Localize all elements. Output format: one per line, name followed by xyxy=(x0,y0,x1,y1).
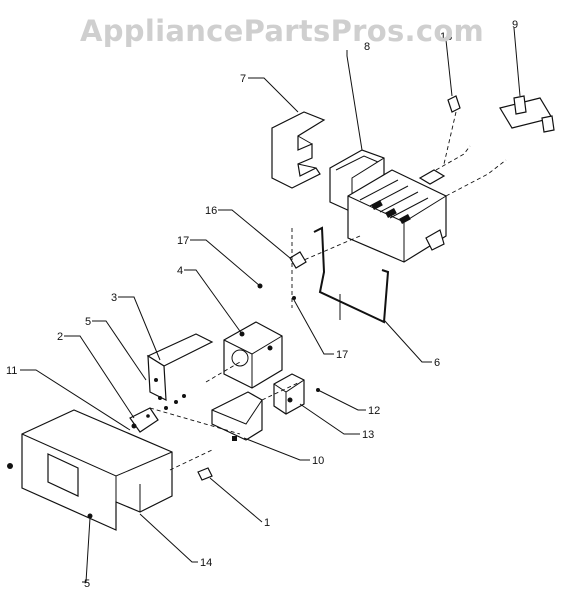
callout-5b: 5 xyxy=(84,578,90,590)
part-13-box xyxy=(273,373,320,415)
callout-12: 12 xyxy=(368,405,380,417)
part-8-bracket xyxy=(211,391,263,441)
callout-5a: 5 xyxy=(85,316,91,328)
callout-labels: 7 8 18 9 16 17 4 3 5 2 11 17 6 12 13 10 … xyxy=(6,19,518,590)
callout-11: 11 xyxy=(6,365,17,377)
part-3-mounting-plate xyxy=(146,333,214,402)
callout-3: 3 xyxy=(111,292,117,304)
assembly-lines xyxy=(149,111,507,471)
callout-13: 13 xyxy=(362,429,374,441)
part-9-bracket xyxy=(499,95,555,133)
callout-7: 7 xyxy=(240,73,246,85)
callout-17b: 17 xyxy=(336,349,348,361)
callout-14: 14 xyxy=(200,557,212,569)
callout-9: 9 xyxy=(512,19,518,31)
part-1-pin xyxy=(197,467,213,481)
callout-18: 18 xyxy=(440,31,452,43)
callout-6: 6 xyxy=(434,357,440,369)
ice-maker-body xyxy=(347,169,447,263)
watermark: AppliancePartsPros.com xyxy=(80,14,485,48)
callout-16: 16 xyxy=(205,205,217,217)
part-7-cover xyxy=(271,111,326,189)
callout-10: 8 xyxy=(364,41,370,53)
part-6-wire xyxy=(313,226,390,324)
callout-1: 1 xyxy=(264,517,270,529)
callout-2: 2 xyxy=(57,331,63,343)
part-4-motor xyxy=(223,321,283,389)
part-2-switch xyxy=(129,407,159,433)
leader-lines xyxy=(20,27,521,583)
screws xyxy=(131,394,186,429)
callout-17a: 17 xyxy=(177,235,189,247)
callout-8: 10 xyxy=(312,455,324,467)
part-16-block xyxy=(257,251,307,300)
part-14-cover xyxy=(7,409,173,531)
part-18-clip xyxy=(447,95,461,113)
callout-4: 4 xyxy=(177,265,183,277)
